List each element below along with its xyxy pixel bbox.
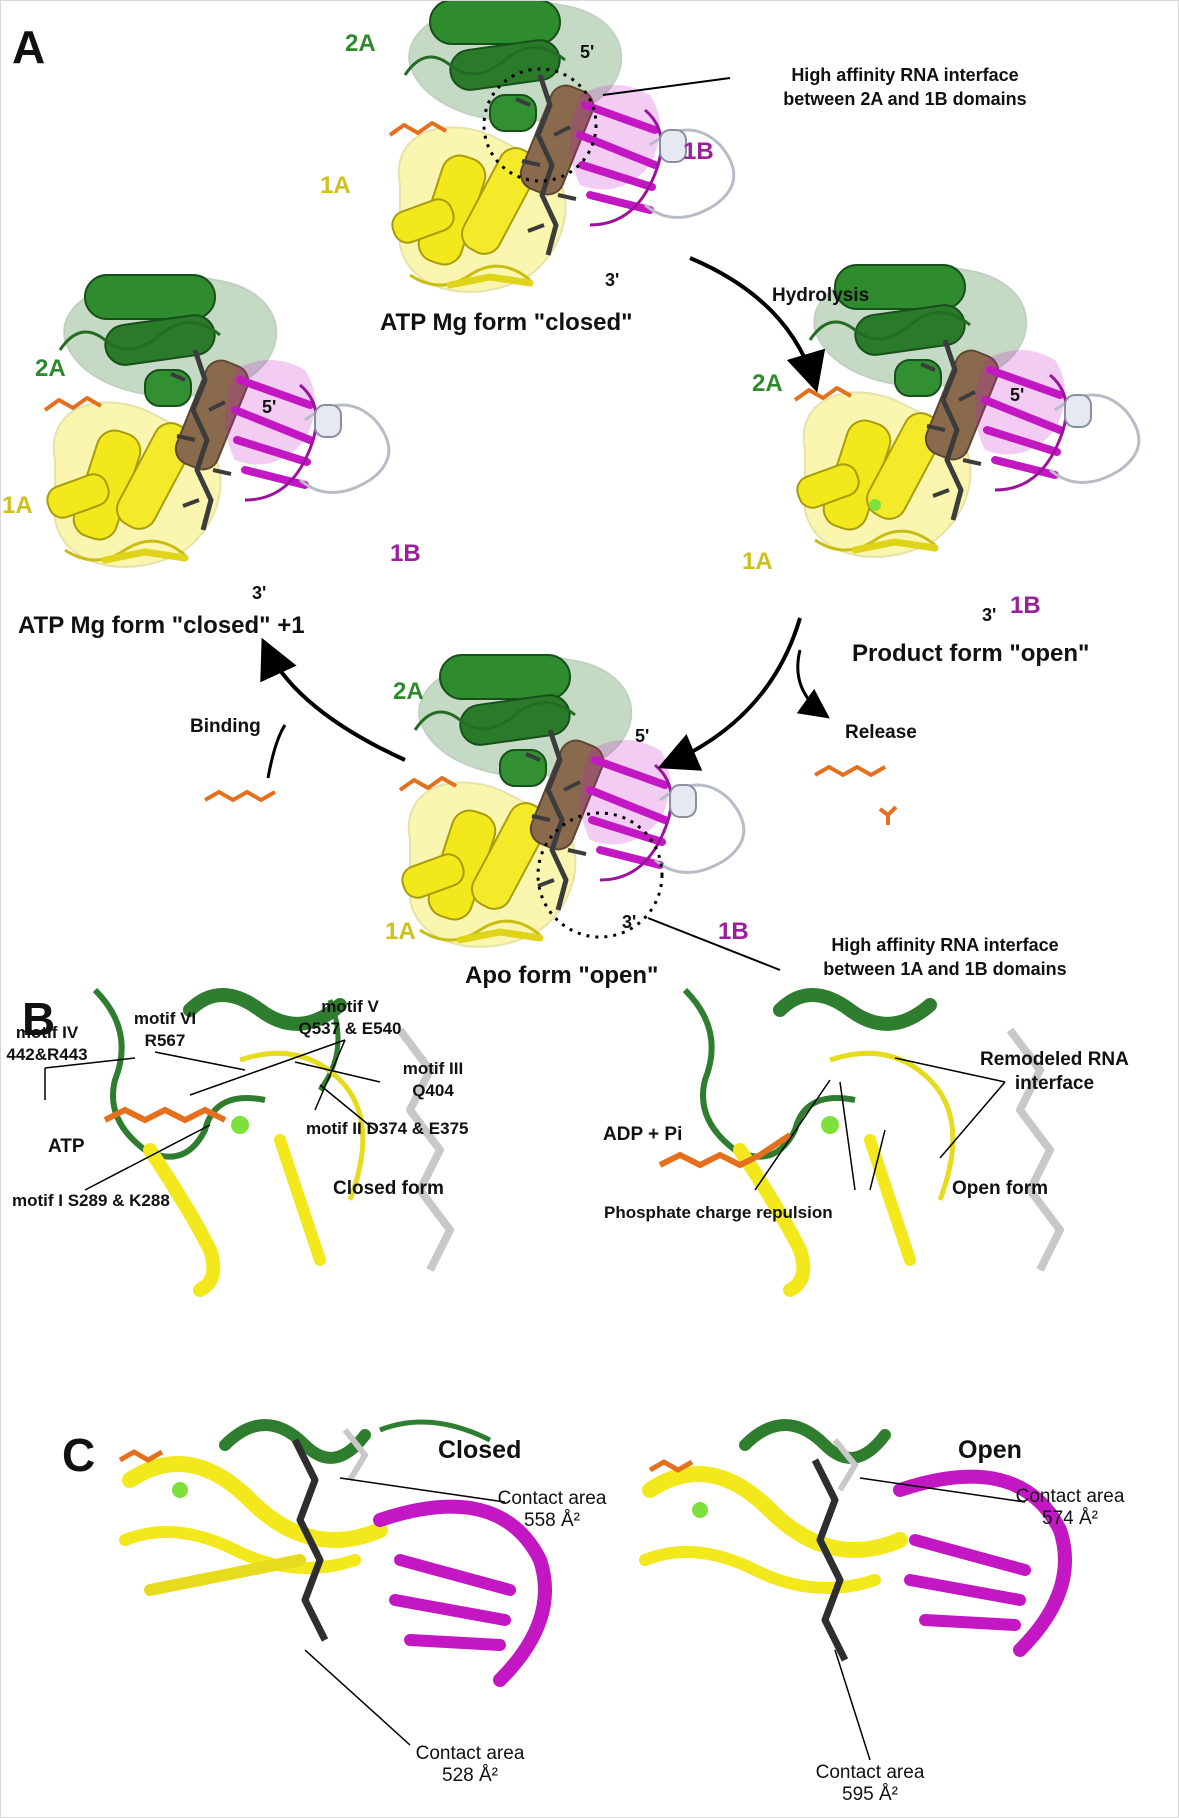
contact-open-upper: Contact area 574 Å² xyxy=(1000,1486,1140,1530)
left-label-3prime: 3' xyxy=(252,583,267,603)
ligand-adp-pi: ADP + Pi xyxy=(603,1124,683,1145)
right-label-5prime: 5' xyxy=(1010,385,1025,405)
callout-top-line1: High affinity RNA interface xyxy=(791,65,1019,85)
contact-closed-lower-label: Contact area xyxy=(415,1743,525,1764)
left-label-2a: 2A xyxy=(35,355,66,382)
protein-left-closed-plus1 xyxy=(43,275,388,567)
motif-iii-residues: Q404 xyxy=(412,1081,454,1100)
motif-ii: motif II D374 & E375 xyxy=(306,1119,469,1138)
motif-vi: motif VI R567 xyxy=(125,1008,205,1052)
remodeled-line1: Remodeled RNA xyxy=(980,1049,1129,1070)
panel-label-c: C xyxy=(62,1429,96,1481)
motif-iii-name: motif III xyxy=(402,1059,464,1078)
title-open: Open xyxy=(958,1436,1022,1464)
motif-iv-residues: 442&R443 xyxy=(6,1045,88,1064)
step-release: Release xyxy=(845,722,917,743)
top-label-2a: 2A xyxy=(345,30,376,57)
step-binding: Binding xyxy=(190,716,261,737)
panel-c-closed-art xyxy=(118,1419,552,1687)
motif-iv: motif IV 442&R443 xyxy=(2,1022,92,1066)
arrow-to-apo xyxy=(657,617,802,771)
step-hydrolysis: Hydrolysis xyxy=(772,285,870,306)
arrow-hydrolysis xyxy=(689,256,826,393)
interface-circle-top xyxy=(482,67,598,183)
contact-closed-upper-value: 558 Å² xyxy=(524,1510,580,1531)
callout-bottom-line1: High affinity RNA interface xyxy=(831,935,1059,955)
right-label-3prime: 3' xyxy=(982,605,997,625)
motif-v: motif V Q537 & E540 xyxy=(290,996,410,1040)
motif-i: motif I S289 & K288 xyxy=(12,1191,170,1210)
contact-open-lower-value: 595 Å² xyxy=(842,1784,898,1805)
callout-top-line2: between 2A and 1B domains xyxy=(783,89,1027,109)
callout-bottom: High affinity RNA interface between 1A a… xyxy=(775,933,1115,981)
callout-top: High affinity RNA interface between 2A a… xyxy=(735,63,1075,111)
top-label-5prime: 5' xyxy=(580,42,595,62)
left-label-1a: 1A xyxy=(2,492,33,519)
motif-vi-name: motif VI xyxy=(133,1009,197,1028)
callout-line-bottom xyxy=(647,917,781,971)
free-atp xyxy=(204,789,276,803)
ligand-atp: ATP xyxy=(48,1136,85,1157)
phosphate-repulsion: Phosphate charge repulsion xyxy=(604,1203,833,1222)
arrow-release xyxy=(796,649,830,719)
contact-open-lower: Contact area 595 Å² xyxy=(800,1762,940,1806)
top-label-1a: 1A xyxy=(320,172,351,199)
contact-closed-lower: Contact area 528 Å² xyxy=(400,1743,540,1787)
state-label-bottom: Apo form "open" xyxy=(465,962,659,989)
state-label-right: Product form "open" xyxy=(852,640,1090,667)
panel-c-open-art xyxy=(639,1419,1072,1662)
protein-right-product-open xyxy=(793,265,1138,557)
state-label-left: ATP Mg form "closed" +1 xyxy=(18,612,305,639)
right-label-2a: 2A xyxy=(752,370,783,397)
panel-label-b: B xyxy=(22,993,56,1045)
contact-open-upper-label: Contact area xyxy=(1015,1486,1125,1507)
motif-v-residues: Q537 & E540 xyxy=(298,1019,402,1038)
panel-b-left-art xyxy=(92,987,454,1297)
bottom-label-1a: 1A xyxy=(385,918,416,945)
callout-bottom-line2: between 1A and 1B domains xyxy=(823,959,1067,979)
callout-line-top xyxy=(602,77,731,96)
motif-v-name: motif V xyxy=(321,997,379,1016)
bottom-label-5prime: 5' xyxy=(635,726,650,746)
title-closed: Closed xyxy=(438,1436,522,1464)
top-label-1b: 1B xyxy=(683,138,714,165)
left-label-1b: 1B xyxy=(390,540,421,567)
panel-c-leaders xyxy=(304,1477,1026,1761)
interface-circle-bottom xyxy=(536,811,664,939)
bottom-label-3prime: 3' xyxy=(622,912,637,932)
state-label-top: ATP Mg form "closed" xyxy=(380,309,633,336)
motif-iii: motif III Q404 xyxy=(388,1058,478,1102)
form-open: Open form xyxy=(952,1178,1049,1199)
bottom-label-1b: 1B xyxy=(718,918,749,945)
panel-b-right-art xyxy=(658,987,1064,1297)
mg-sphere xyxy=(869,499,881,511)
right-label-1a: 1A xyxy=(742,548,773,575)
released-pi xyxy=(878,805,898,825)
contact-open-lower-label: Contact area xyxy=(815,1762,925,1783)
remodeled-line2: interface xyxy=(1014,1073,1095,1094)
panel-label-a: A xyxy=(12,21,46,73)
contact-closed-lower-value: 528 Å² xyxy=(442,1765,498,1786)
contact-open-upper-value: 574 Å² xyxy=(1042,1508,1098,1529)
contact-closed-upper: Contact area 558 Å² xyxy=(482,1488,622,1532)
remodeled-interface: Remodeled RNA interface xyxy=(980,1048,1129,1096)
arrow-binding-stem xyxy=(266,724,287,779)
top-label-3prime: 3' xyxy=(605,270,620,290)
motif-iv-name: motif IV xyxy=(15,1023,79,1042)
panel-b-leaders xyxy=(44,1039,1006,1191)
left-label-5prime: 5' xyxy=(262,397,277,417)
released-adp xyxy=(814,764,886,778)
contact-closed-upper-label: Contact area xyxy=(497,1488,607,1509)
form-closed: Closed form xyxy=(333,1178,444,1199)
protein-bottom-apo-open xyxy=(398,655,743,947)
arrow-to-closed-plus1 xyxy=(260,637,406,762)
motif-vi-residues: R567 xyxy=(144,1031,186,1050)
bottom-label-2a: 2A xyxy=(393,678,424,705)
right-label-1b: 1B xyxy=(1010,592,1041,619)
